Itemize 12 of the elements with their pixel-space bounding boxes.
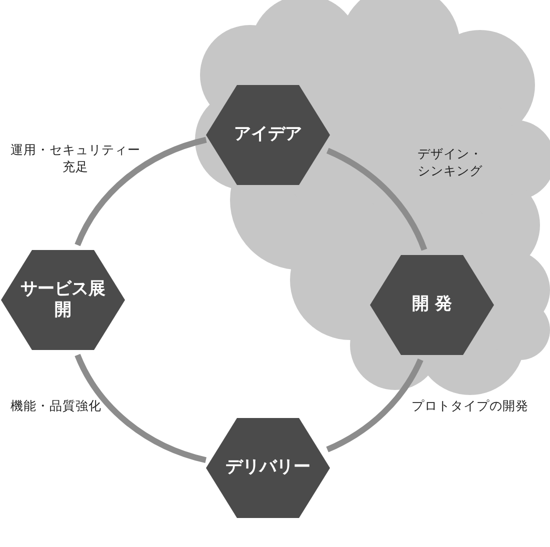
node-label: サービス展開 [20, 278, 106, 322]
ring-connector [74, 136, 207, 246]
edge-label: 機能・品質強化 [10, 398, 102, 415]
node-label: 開 発 [411, 294, 453, 316]
ring-connector [326, 148, 428, 251]
node-label: デリバリー [224, 457, 312, 479]
edge-label: 運用・セキュリティー充足 [10, 142, 142, 176]
ring-connector [74, 354, 207, 464]
edge-label: デザイン・シンキング [416, 146, 484, 180]
edge-label: プロトタイプの開発 [410, 398, 530, 415]
ring-connector [326, 358, 424, 452]
node-label: アイデア [233, 124, 303, 146]
